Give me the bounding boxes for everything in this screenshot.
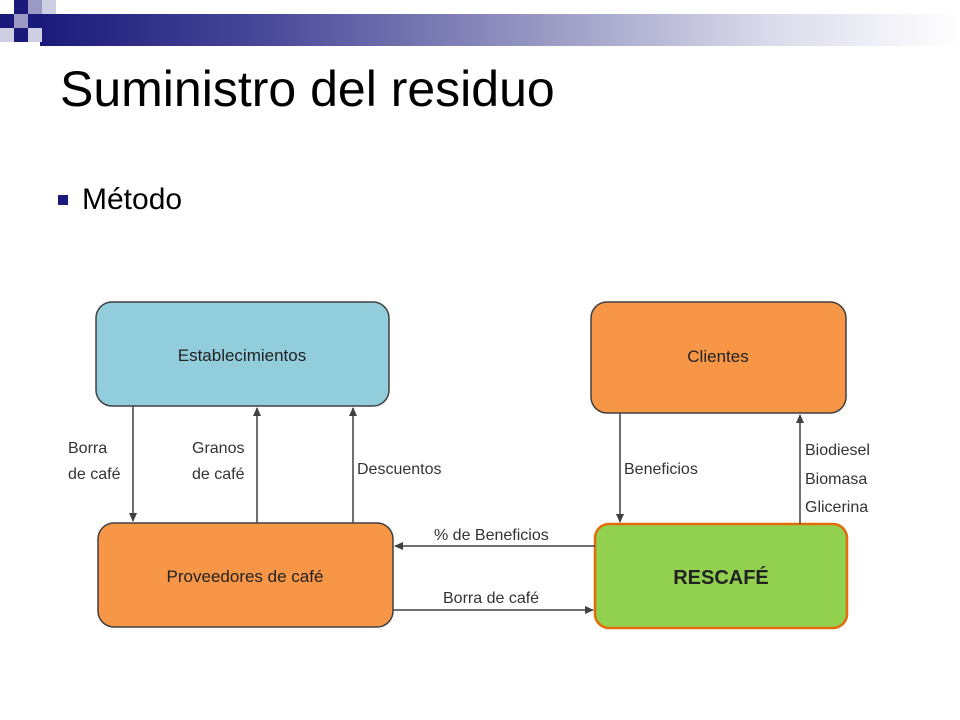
node-establecimientos	[95, 301, 390, 407]
edge-label-borra-cafe: Borra de café	[443, 590, 539, 607]
decoration-square	[0, 28, 14, 42]
page-title: Suministro del residuo	[60, 61, 555, 117]
bullet-text: Método	[82, 183, 183, 216]
edge-label-granos-line1: Granos	[192, 440, 244, 457]
edge-label-granos-line2: de café	[192, 466, 245, 483]
bullet-square-icon	[58, 195, 68, 205]
title-decoration-band	[40, 14, 960, 46]
node-clientes	[590, 301, 847, 414]
node-establecimientos-label: Establecimientos	[178, 346, 307, 365]
node-rescafe	[593, 522, 849, 630]
node-clientes-label: Clientes	[687, 347, 748, 366]
decoration-square	[28, 0, 42, 14]
edge-label-biodiesel: Biodiesel	[805, 442, 870, 459]
edge-label-borra-line2: de café	[68, 466, 121, 483]
decoration-square	[14, 14, 28, 28]
edge-label-glicerina: Glicerina	[805, 499, 868, 516]
node-proveedores-label: Proveedores de café	[167, 567, 324, 586]
decoration-square	[14, 0, 28, 14]
edge-label-beneficios: Beneficios	[624, 461, 698, 478]
decoration-square	[0, 0, 14, 14]
edge-label-descuentos: Descuentos	[357, 461, 442, 478]
decoration-square	[42, 0, 56, 14]
edge-label-borra-line1: Borra	[68, 440, 107, 457]
node-rescafe-label: RESCAFÉ	[673, 566, 769, 589]
edge-label-pct-beneficios: % de Beneficios	[434, 527, 549, 544]
decoration-square	[28, 28, 42, 42]
decoration-square	[0, 14, 14, 28]
decoration-square	[28, 14, 42, 28]
decoration-square	[14, 28, 28, 42]
node-proveedores	[97, 522, 394, 628]
edge-label-biomasa: Biomasa	[805, 471, 867, 488]
